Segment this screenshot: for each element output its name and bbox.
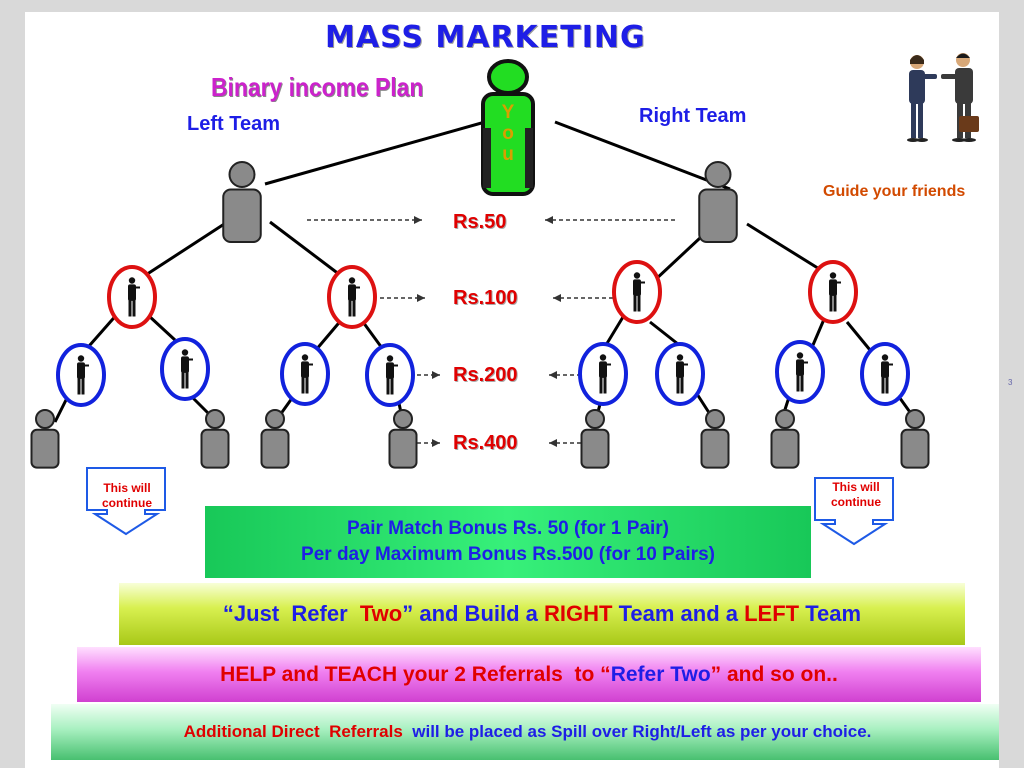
you-letter-2: u bbox=[502, 144, 514, 165]
level3-member-1 bbox=[160, 337, 210, 401]
arrow-left-rs100-arrowhead bbox=[417, 294, 425, 302]
level4-member-2 bbox=[260, 409, 290, 469]
you-letter-1: o bbox=[502, 123, 514, 144]
slide-number: 3 bbox=[1008, 378, 1013, 387]
arrow-left-rs50-arrowhead bbox=[414, 216, 422, 224]
level-amount-3: Rs.200 bbox=[453, 364, 518, 386]
guide-caption: Guide your friends bbox=[823, 183, 966, 200]
level-amount-4: Rs.400 bbox=[453, 432, 518, 454]
level3-member-3 bbox=[365, 343, 415, 407]
spillover-banner: Additional Direct Referrals will be plac… bbox=[51, 704, 999, 760]
binary-tree-diagram: You bbox=[30, 59, 930, 546]
link-you-right bbox=[554, 120, 731, 191]
link-l4 bbox=[361, 321, 384, 349]
level3-member-5 bbox=[655, 342, 705, 406]
level2-member-1 bbox=[327, 265, 377, 329]
link-left-a bbox=[134, 215, 236, 284]
level4-member-6 bbox=[770, 409, 800, 469]
level4-member-7 bbox=[900, 409, 930, 469]
page-title: MASS MARKETING bbox=[325, 20, 646, 55]
you-letter-0: Y bbox=[502, 102, 515, 123]
right-team-head bbox=[698, 161, 738, 243]
continue-arrow-0 bbox=[86, 467, 166, 536]
level4-member-4 bbox=[580, 409, 610, 469]
right-team-label: Right Team bbox=[639, 105, 747, 127]
pair-bonus-box: Pair Match Bonus Rs. 50 (for 1 Pair) Per… bbox=[205, 506, 811, 578]
link-you-left bbox=[264, 120, 486, 186]
arrow-right-rs50-arrowhead bbox=[545, 216, 553, 224]
business-people-icon bbox=[907, 53, 979, 142]
level2-member-3 bbox=[808, 260, 858, 324]
arrow-right-rs200-arrowhead bbox=[549, 371, 557, 379]
level2-member-0 bbox=[107, 265, 157, 329]
level2-member-2 bbox=[612, 260, 662, 324]
link-r4 bbox=[845, 321, 872, 351]
left-team-label: Left Team bbox=[187, 113, 280, 135]
arrow-right-rs100-arrowhead bbox=[553, 294, 561, 302]
level-amount-2: Rs.100 bbox=[453, 287, 518, 309]
level4-member-1 bbox=[200, 409, 230, 469]
pair-bonus-line2: Per day Maximum Bonus Rs.500 (for 10 Pai… bbox=[301, 544, 715, 565]
you-figure: You bbox=[481, 59, 535, 196]
subtitle: Binary income Plan bbox=[211, 72, 424, 102]
left-team-head bbox=[222, 161, 262, 243]
level3-member-6 bbox=[775, 340, 825, 404]
level3-member-4 bbox=[578, 342, 628, 406]
level4-member-5 bbox=[700, 409, 730, 469]
arrow-left-rs400-arrowhead bbox=[432, 439, 440, 447]
continue-arrow-1 bbox=[814, 477, 894, 546]
level-amount-1: Rs.50 bbox=[453, 211, 507, 233]
level4-member-3 bbox=[388, 409, 418, 469]
level3-member-0 bbox=[56, 343, 106, 407]
level3-member-7 bbox=[860, 342, 910, 406]
arrow-left-rs200-arrowhead bbox=[432, 371, 440, 379]
refer-two-banner: “Just Refer Two” and Build a RIGHT Team … bbox=[119, 583, 965, 645]
level4-member-0 bbox=[30, 409, 60, 469]
arrow-right-rs400-arrowhead bbox=[549, 439, 557, 447]
link-l2 bbox=[147, 314, 177, 342]
level3-member-2 bbox=[280, 342, 330, 406]
pair-bonus-line1: Pair Match Bonus Rs. 50 (for 1 Pair) bbox=[346, 518, 670, 539]
help-teach-banner: HELP and TEACH your 2 Referrals to “Refe… bbox=[77, 647, 981, 702]
